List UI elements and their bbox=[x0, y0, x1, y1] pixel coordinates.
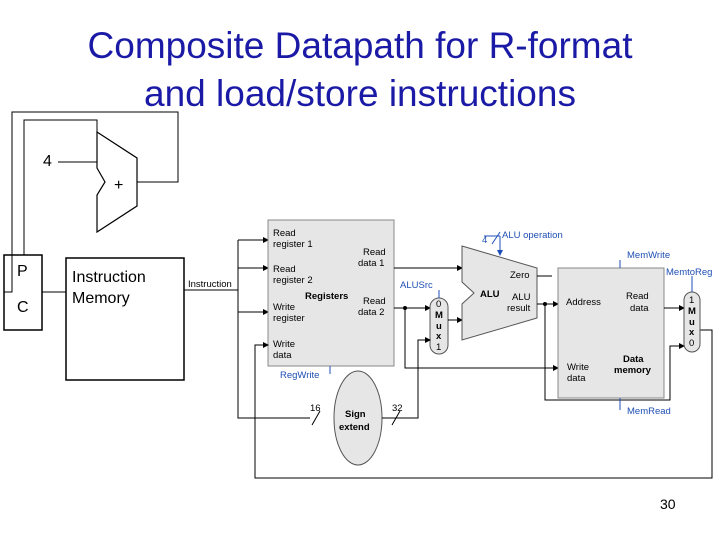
alu-op-width-label: 4 bbox=[482, 235, 488, 246]
memwrite-label: MemWrite bbox=[627, 250, 671, 261]
imem-label-2: Memory bbox=[72, 290, 130, 307]
mem-mux-letter-u: u bbox=[689, 317, 695, 328]
write-reg-label-2: register bbox=[273, 313, 305, 324]
alu-mux-bottom: 1 bbox=[436, 342, 442, 353]
alu-result-label-1: ALU bbox=[512, 292, 531, 303]
write-reg-label-1: Write bbox=[273, 302, 295, 313]
alu-operation-label: ALU operation bbox=[502, 230, 563, 241]
data-memory-box bbox=[557, 267, 665, 399]
alu-bypass-wire bbox=[544, 304, 685, 401]
mem-mux-letter-x: x bbox=[689, 327, 695, 338]
dmem-write-data-label-1: Write bbox=[567, 362, 589, 373]
pc-label-c: C bbox=[17, 299, 29, 316]
adder-shape bbox=[96, 130, 138, 234]
read-data2-label-2: data 2 bbox=[358, 307, 385, 318]
title-line-1: Composite Datapath for R-format bbox=[87, 25, 633, 66]
adder-symbol: + bbox=[114, 177, 124, 194]
title-line-2: and load/store instructions bbox=[144, 73, 576, 114]
memtoreg-label: MemtoReg bbox=[666, 267, 713, 278]
write-data-label-2: data bbox=[273, 350, 292, 361]
writeback-wire bbox=[254, 329, 713, 479]
read-data2-label-1: Read bbox=[363, 296, 386, 307]
mem-mux-letter-m: M bbox=[688, 306, 696, 317]
sign-extend-in-width: 16 bbox=[310, 403, 321, 414]
alu-mux-top: 0 bbox=[436, 299, 442, 310]
pc-to-adder-wire bbox=[23, 119, 98, 255]
mem-mux-bottom: 0 bbox=[689, 338, 695, 349]
alu-mux-letter-u: u bbox=[436, 321, 442, 332]
write-data-label-1: Write bbox=[273, 339, 295, 350]
registers-name: Registers bbox=[305, 291, 349, 302]
read-reg1-label-2: register 1 bbox=[273, 239, 313, 250]
alu-name: ALU bbox=[480, 289, 500, 300]
alusrc-label: ALUSrc bbox=[400, 280, 433, 291]
alu-mux-letter-m: M bbox=[435, 310, 443, 321]
pc-label-p: P bbox=[17, 263, 28, 280]
sign-extend-to-mux bbox=[382, 337, 431, 419]
dmem-write-data-label-2: data bbox=[567, 373, 586, 384]
adder-constant: 4 bbox=[43, 153, 52, 170]
memread-label: MemRead bbox=[627, 406, 671, 417]
to-sign-extend bbox=[237, 352, 310, 419]
alu-result-label-2: result bbox=[507, 303, 531, 314]
read-reg2-label-2: register 2 bbox=[273, 275, 313, 286]
regwrite-label: RegWrite bbox=[280, 370, 320, 381]
dmem-read-data-label-1: Read bbox=[626, 291, 649, 302]
read-data1-label-1: Read bbox=[363, 247, 386, 258]
dmem-name-1: Data bbox=[623, 354, 644, 365]
register-file-box bbox=[267, 219, 395, 367]
adder-loopback-wire bbox=[4, 111, 179, 293]
alu-mux-letter-x: x bbox=[436, 331, 442, 342]
sign-extend-label-2: extend bbox=[339, 422, 370, 433]
slide-title: Composite Datapath for R-format and load… bbox=[0, 22, 720, 118]
dmem-address-label: Address bbox=[566, 297, 601, 308]
sign-extend-label-1: Sign bbox=[345, 409, 366, 420]
dmem-read-data-label-2: data bbox=[630, 303, 649, 314]
instruction-memory-box bbox=[65, 257, 185, 381]
read-reg1-label-1: Read bbox=[273, 228, 296, 239]
sign-extend-out-width: 32 bbox=[392, 403, 403, 414]
read-reg2-label-1: Read bbox=[273, 264, 296, 275]
to-mem-write-data bbox=[404, 308, 559, 371]
instruction-wire-label: Instruction bbox=[188, 279, 232, 290]
dmem-name-2: memory bbox=[614, 365, 651, 376]
mem-mux-top: 1 bbox=[689, 295, 695, 306]
read-data1-label-2: data 1 bbox=[358, 258, 385, 269]
page-number: 30 bbox=[660, 496, 676, 512]
imem-label-1: Instruction bbox=[72, 269, 146, 286]
alu-zero-label: Zero bbox=[510, 270, 530, 281]
